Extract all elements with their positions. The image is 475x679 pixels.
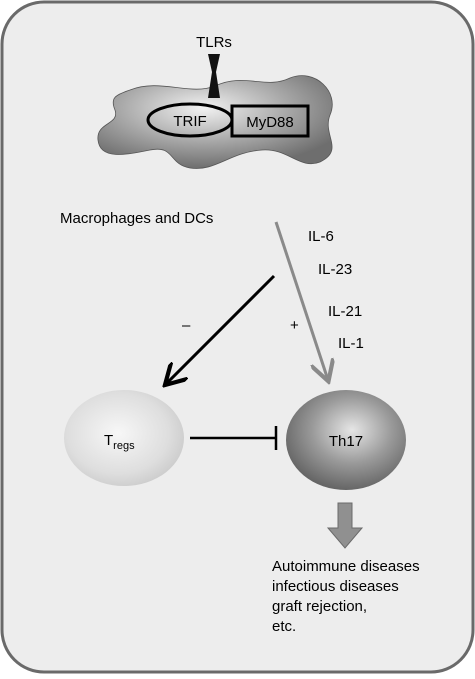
cytokine-label: IL-21: [328, 303, 362, 320]
cytokine-label: IL-6: [308, 228, 334, 245]
th17-label: Th17: [329, 433, 363, 450]
macrophages-label: Macrophages and DCs: [60, 210, 213, 227]
outcome-line: infectious diseases: [272, 578, 399, 595]
treg-label: Tregs: [104, 432, 135, 452]
cytokine-label: IL-1: [338, 335, 364, 352]
treg-inhibition-arrow: [166, 274, 276, 384]
th17-cell: [286, 390, 406, 490]
trif-label: TRIF: [173, 113, 206, 130]
minus-sign: –: [182, 317, 191, 334]
treg-label-sub: regs: [113, 440, 135, 452]
treg-label-base: T: [104, 432, 113, 449]
outcome-arrow-icon: [326, 502, 364, 549]
tlrs-label: TLRs: [196, 34, 232, 51]
outcome-line: etc.: [272, 618, 296, 635]
plus-sign: +: [290, 317, 299, 334]
treg-cell: [64, 390, 184, 486]
outcome-line: Autoimmune diseases: [272, 558, 420, 575]
outcome-line: graft rejection,: [272, 598, 367, 615]
macrophage-cell-shape: [97, 75, 333, 169]
cytokine-label: IL-23: [318, 261, 352, 278]
tlr-receptor-icon: [208, 54, 220, 98]
cytokine-arrow: [274, 221, 328, 380]
myd88-label: MyD88: [246, 114, 294, 131]
myd88-box: [230, 104, 310, 138]
